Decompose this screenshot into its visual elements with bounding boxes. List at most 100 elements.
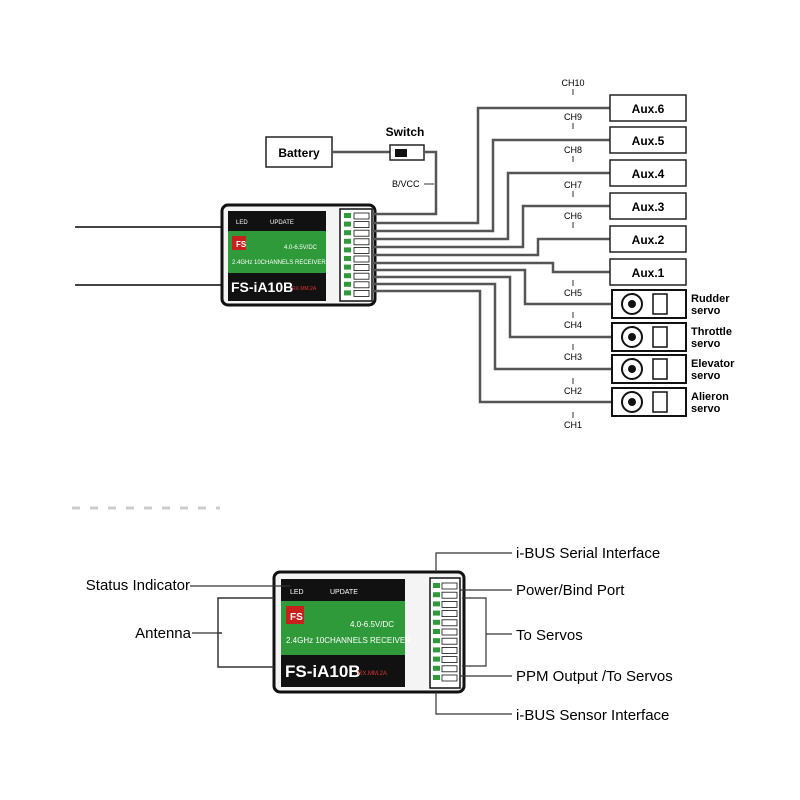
pin-marker (433, 629, 440, 634)
pin-socket (353, 255, 370, 263)
pin-marker (433, 619, 440, 625)
ibus-serial-pointer (435, 552, 512, 572)
pin-marker (433, 583, 440, 588)
pin-socket (353, 246, 370, 254)
pin-marker (433, 675, 440, 680)
channel-label: CH6 (564, 211, 582, 221)
pin-marker (344, 230, 351, 236)
bvcc-label: B/VCC (392, 179, 420, 189)
model-label-bottom: FS-iA10B (285, 662, 361, 681)
aux-label: Aux.2 (632, 233, 665, 247)
channel-label: CH3 (564, 352, 582, 362)
to-servos-label: To Servos (516, 627, 583, 644)
aux-label: Aux.3 (632, 200, 665, 214)
servo-name: Alieron (691, 391, 729, 403)
servo-name-suffix: servo (691, 338, 721, 350)
version-label: RX.MM.2A (292, 286, 317, 292)
pin-marker (433, 647, 440, 653)
servo-wire (372, 282, 612, 371)
led-label-bottom: LED (290, 589, 304, 596)
channel-label: CH5 (564, 288, 582, 298)
ppm-output-label: PPM Output /To Servos (516, 668, 673, 685)
channel-wires (372, 106, 612, 404)
servo-label-plate (652, 358, 668, 380)
aux-box (609, 126, 687, 154)
ibus-sensor-pointer (435, 692, 512, 715)
aux-box (609, 258, 687, 286)
pin-socket (441, 647, 458, 654)
ibus-sensor-label: i-BUS Sensor Interface (516, 707, 669, 724)
channel-label: CH8 (564, 145, 582, 155)
channel-label: CH7 (564, 180, 582, 190)
pin-socket (353, 229, 370, 237)
logo-badge-bottom (286, 606, 304, 624)
servo-label-plate (652, 326, 668, 348)
pin-marker (344, 213, 351, 218)
servo-name-suffix: servo (691, 403, 721, 415)
voltage-label: 4.0-6.5V/DC (284, 245, 318, 251)
battery-box (265, 136, 333, 168)
channel-label: CH9 (564, 112, 582, 122)
led-label: LED (236, 220, 248, 226)
servo-label-plate (652, 293, 668, 315)
pin-marker (433, 665, 440, 671)
receiver-top: FS LED UPDATE 4.0-6.5V/DC 2.4GHz 10CHANN… (220, 203, 377, 307)
pin-socket (441, 656, 458, 663)
model-label: FS-iA10B (231, 279, 293, 295)
servo-name: Rudder (691, 293, 730, 305)
pin-socket (441, 610, 458, 617)
pin-marker (344, 273, 351, 279)
servo-hub (628, 333, 636, 341)
pin-socket (441, 591, 458, 599)
aux-wire (372, 237, 610, 257)
pin-marker (344, 238, 351, 244)
pin-socket (353, 212, 370, 220)
aux-label: Aux.4 (632, 167, 665, 181)
aux-label: Aux.6 (632, 102, 665, 116)
pin-socket (353, 238, 370, 246)
pin-marker (344, 290, 351, 296)
switch-label: Switch (386, 125, 425, 139)
voltage-label-bottom: 4.0-6.5V/DC (350, 620, 394, 629)
aux-wire (372, 171, 610, 241)
servo-name-suffix: servo (691, 305, 721, 317)
servo-name: Elevator (691, 358, 735, 370)
logo-text: FS (236, 240, 247, 249)
pin-socket (441, 628, 458, 636)
pin-socket (353, 272, 370, 280)
servo-hub (628, 300, 636, 308)
pin-socket (353, 281, 370, 289)
aux-box (609, 159, 687, 187)
receiver-desc-bottom: 2.4GHz 10CHANNELS RECEIVER (286, 636, 411, 645)
pin-socket (353, 221, 370, 229)
pin-marker (433, 638, 440, 644)
servo-name: Throttle (691, 326, 732, 338)
servo-wire (372, 289, 612, 404)
pin-marker (433, 610, 440, 616)
pin-socket (353, 289, 370, 297)
aux-box (609, 225, 687, 253)
pin-marker (344, 247, 351, 253)
servo-name-suffix: servo (691, 370, 721, 382)
pin-marker (433, 601, 440, 607)
pin-socket (441, 665, 458, 673)
pin-marker (433, 656, 440, 662)
update-label: UPDATE (270, 220, 294, 226)
antenna-bracket-top (217, 597, 274, 634)
receiver-desc: 2.4GHz 10CHANNELS RECEIVER (232, 260, 326, 266)
channel-label: CH1 (564, 420, 582, 430)
servo-hub (628, 365, 636, 373)
pin-marker (433, 592, 440, 598)
servo-wire (372, 275, 612, 339)
servo-wire (372, 268, 612, 306)
to-servos-bracket (462, 597, 487, 667)
aux-label: Aux.5 (632, 134, 665, 148)
version-label-bottom: RX.MM.2A (358, 671, 387, 677)
ibus-serial-label: i-BUS Serial Interface (516, 545, 660, 562)
aux-wire (372, 106, 610, 225)
aux-wire (372, 261, 610, 274)
pin-marker (344, 256, 351, 261)
servo-label-plate (652, 391, 668, 413)
pin-socket (441, 637, 458, 645)
pin-marker (344, 281, 351, 287)
